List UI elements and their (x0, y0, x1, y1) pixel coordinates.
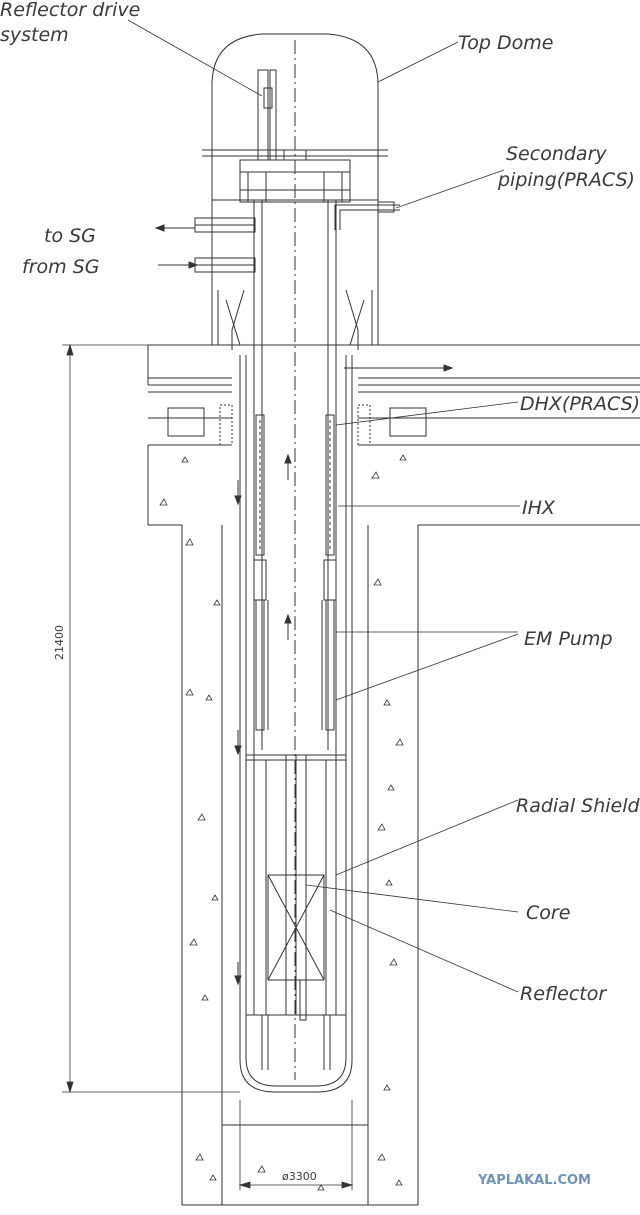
watermark: YAPLAKAL.COM (477, 1173, 591, 1188)
label-secondary-2: piping(PRACS) (497, 169, 635, 191)
sg-piping (154, 217, 256, 273)
label-em-pump: EM Pump (524, 628, 613, 650)
label-radial-shield: Radial Shield (516, 795, 640, 817)
label-core: Core (526, 902, 570, 924)
leader-lines (127, 19, 520, 993)
label-to-sg: to SG (44, 225, 96, 247)
label-reflector-drive-1: Reflector drive (0, 0, 140, 21)
heat-exchangers (253, 414, 337, 731)
dimension-lines (62, 343, 354, 1190)
label-dhx: DHX(PRACS) (520, 393, 640, 415)
label-top-dome: Top Dome (458, 32, 553, 54)
reactor-vessel (239, 200, 353, 1093)
top-plug (239, 149, 351, 203)
pracs-piping (334, 201, 454, 372)
flow-arrows (234, 453, 292, 986)
support-skirt (225, 289, 365, 350)
label-reflector-drive-2: system (0, 24, 69, 46)
dimension-diameter: ø3300 (282, 1170, 317, 1183)
label-ihx: IHX (522, 497, 556, 519)
core-region (245, 754, 347, 1070)
dimension-height: 21400 (53, 625, 66, 660)
label-from-sg: from SG (22, 256, 99, 278)
label-secondary-1: Secondary (506, 143, 607, 165)
operating-floor (147, 344, 640, 526)
label-reflector: Reflector (520, 983, 607, 1005)
concrete-pit (181, 525, 419, 1206)
concrete-hatch (159, 454, 407, 1191)
